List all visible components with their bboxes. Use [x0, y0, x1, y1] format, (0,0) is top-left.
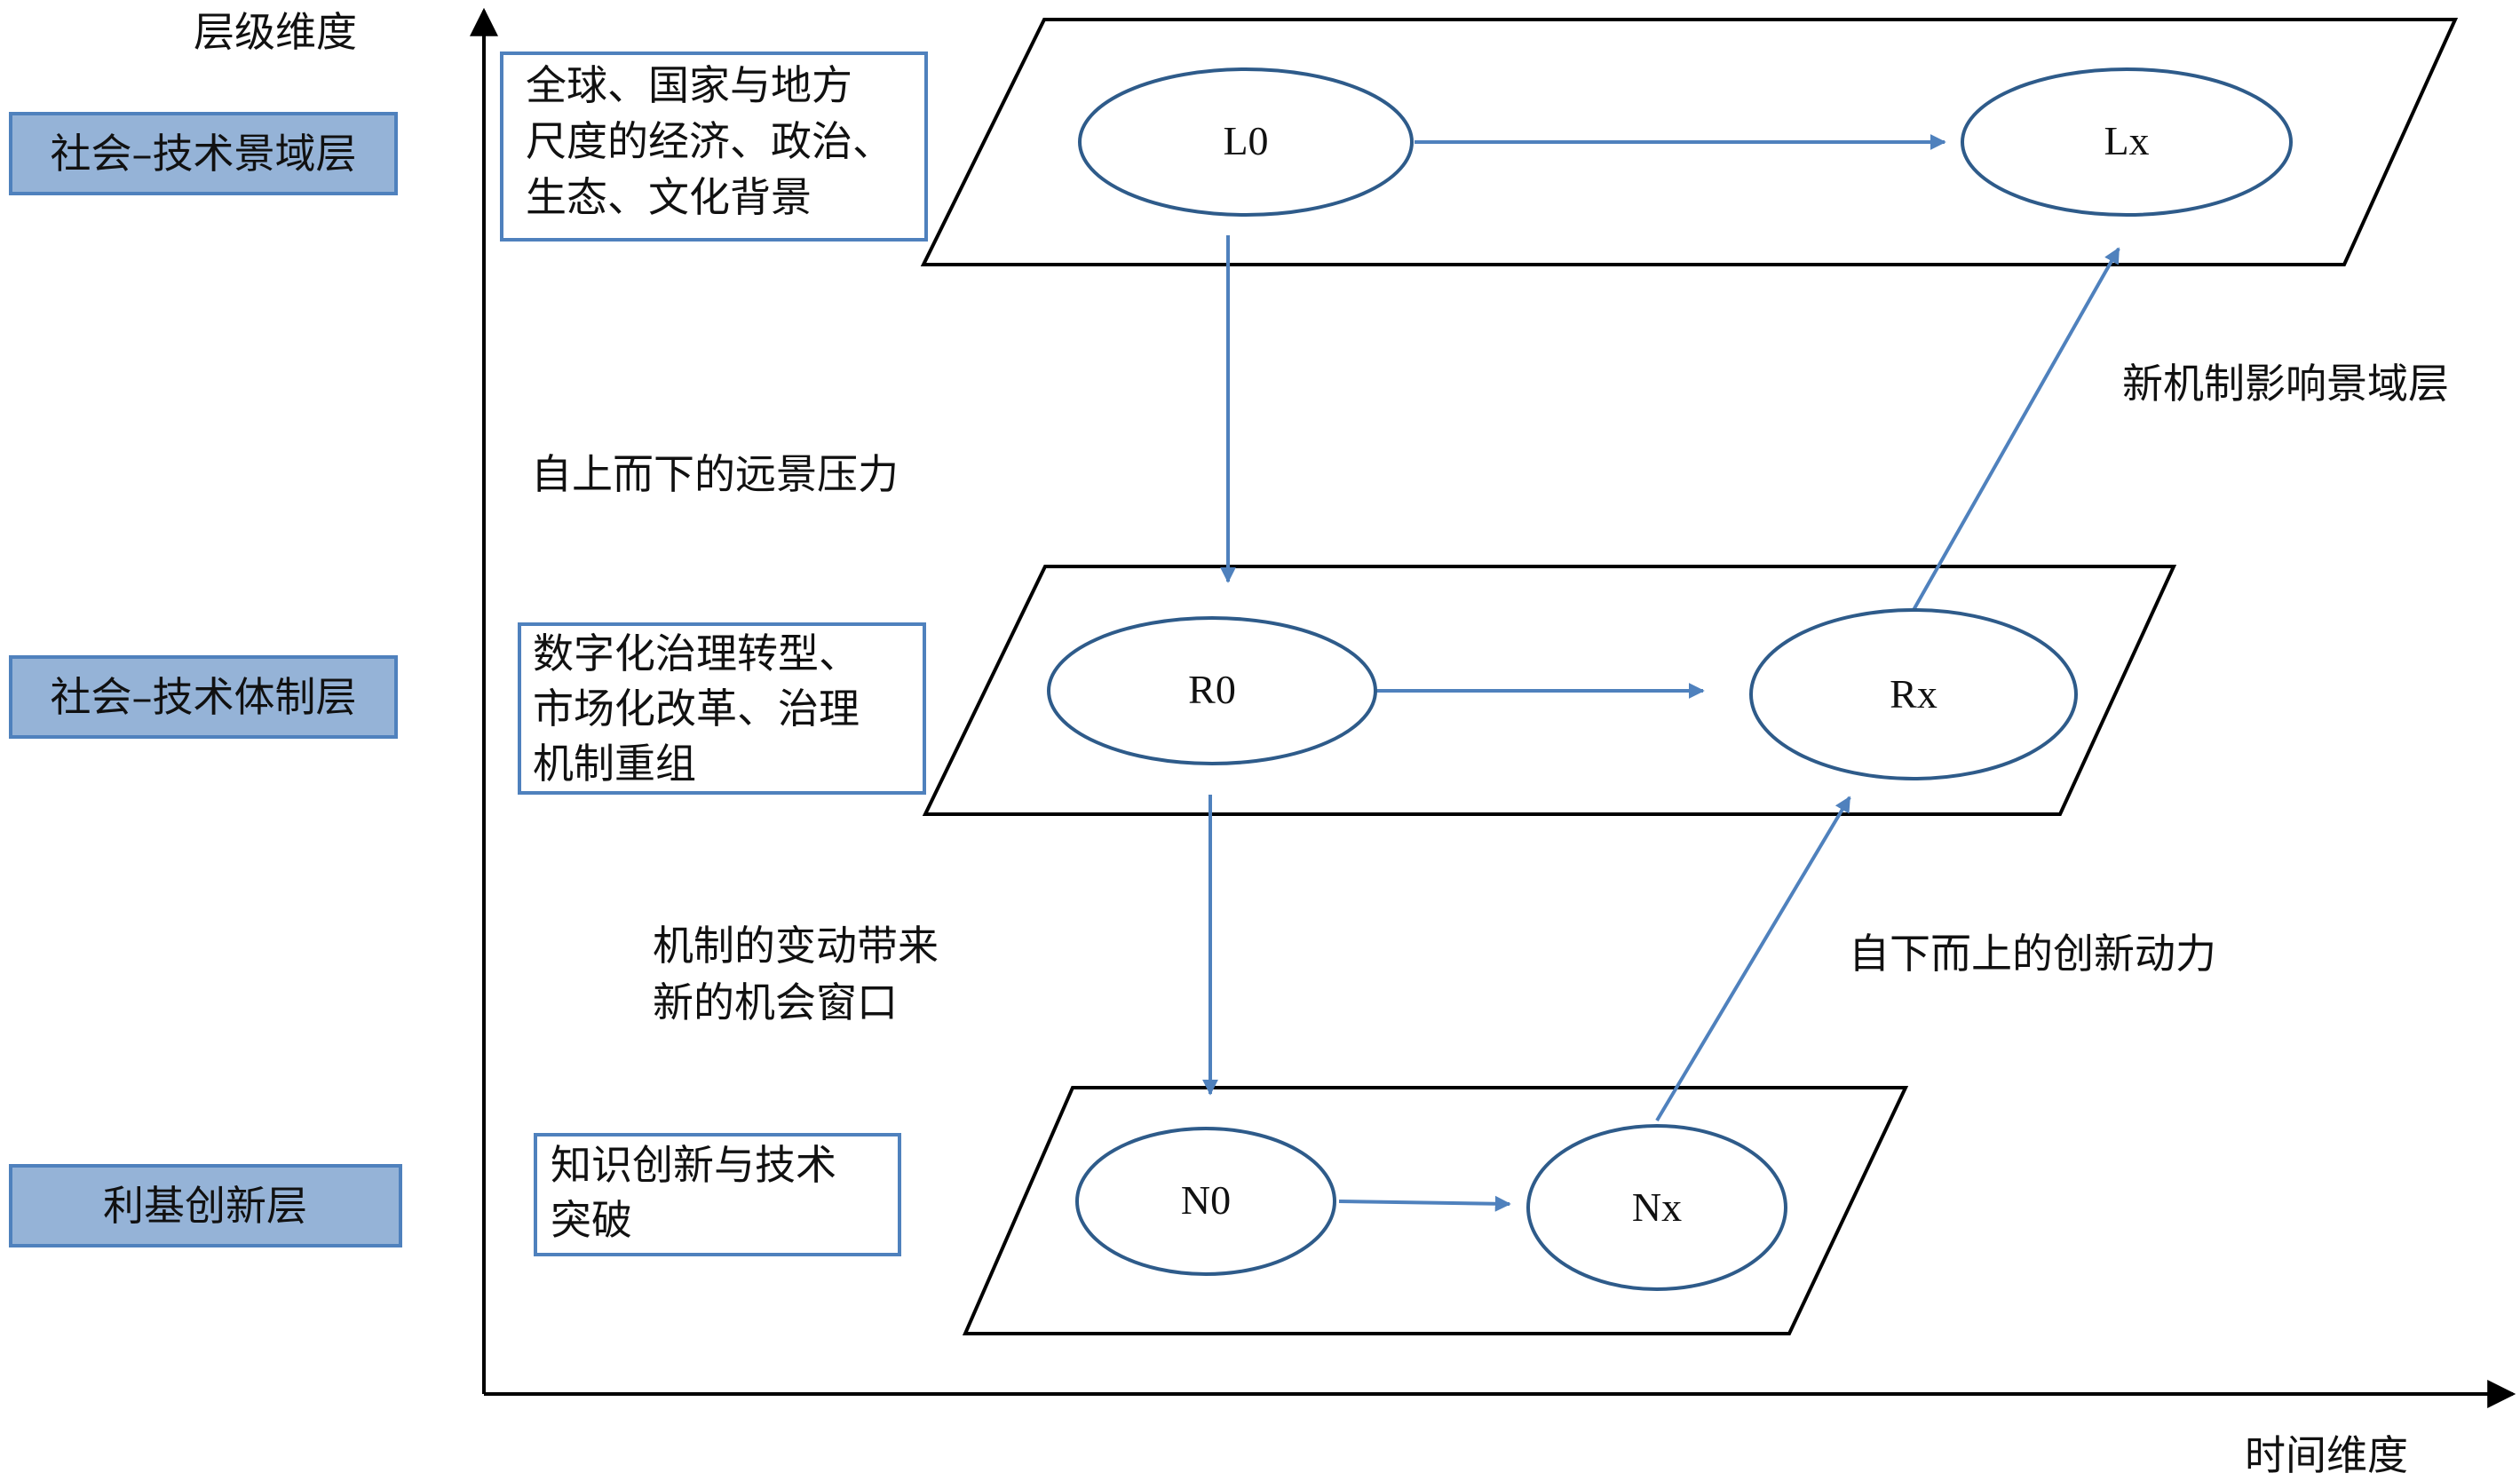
- layer-label-niche-text: 利基创新层: [103, 1182, 307, 1230]
- regime-note-line-2: 市场化改革、治理: [533, 685, 860, 733]
- niche-plane: [962, 1086, 1909, 1335]
- node-R0-label: R0: [1188, 667, 1236, 712]
- node-L0: L0: [1078, 67, 1414, 217]
- niche-note-line-2: 突破: [551, 1196, 632, 1244]
- node-Nx-label: Nx: [1632, 1184, 1682, 1230]
- label-bottom-up-innovation: 自下而上的创新动力: [1849, 930, 2216, 978]
- label-window-line-2: 新的机会窗口: [653, 978, 898, 1026]
- layer-label-landscape-text: 社会–技术景域层: [51, 130, 357, 178]
- node-Rx-label: Rx: [1890, 671, 1938, 717]
- x-axis-label: 时间维度: [2245, 1431, 2408, 1479]
- node-Rx: Rx: [1749, 608, 2078, 780]
- layer-label-landscape: 社会–技术景域层: [9, 112, 398, 195]
- label-regime-influence: 新机制影响景域层: [2122, 360, 2449, 408]
- layer-label-niche: 利基创新层: [9, 1164, 402, 1247]
- regime-note: 数字化治理转型、 市场化改革、治理 机制重组: [518, 622, 926, 795]
- node-N0: N0: [1075, 1127, 1336, 1276]
- landscape-note-line-1: 全球、国家与地方: [526, 61, 852, 109]
- node-L0-label: L0: [1223, 118, 1268, 163]
- regime-note-line-3: 机制重组: [533, 740, 696, 788]
- landscape-note-line-2: 尺度的经济、政治、: [526, 117, 893, 165]
- niche-note: 知识创新与技术 突破: [534, 1133, 901, 1256]
- regime-note-line-1: 数字化治理转型、: [533, 630, 860, 677]
- node-Lx-label: Lx: [2104, 118, 2149, 163]
- y-axis-label: 层级维度: [194, 8, 357, 56]
- regime-plane: [922, 565, 2177, 816]
- label-top-down-pressure: 自上而下的远景压力: [531, 450, 899, 498]
- arrow-Rx-Lx: [1912, 247, 2120, 611]
- label-window-line-1: 机制的变动带来: [653, 922, 939, 970]
- node-Lx: Lx: [1961, 67, 2293, 217]
- arrow-Nx-Rx: [1655, 796, 1851, 1122]
- node-N0-label: N0: [1181, 1177, 1231, 1223]
- landscape-note: 全球、国家与地方 尺度的经济、政治、 生态、文化背景: [500, 51, 928, 242]
- layer-label-regime: 社会–技术体制层: [9, 655, 398, 739]
- node-R0: R0: [1047, 616, 1377, 765]
- layer-label-regime-text: 社会–技术体制层: [51, 673, 357, 721]
- landscape-note-line-3: 生态、文化背景: [526, 173, 812, 221]
- niche-note-line-1: 知识创新与技术: [551, 1141, 836, 1189]
- landscape-plane: [920, 18, 2459, 266]
- arrow-N0-Nx: [1338, 1195, 1511, 1212]
- node-Nx: Nx: [1526, 1124, 1787, 1291]
